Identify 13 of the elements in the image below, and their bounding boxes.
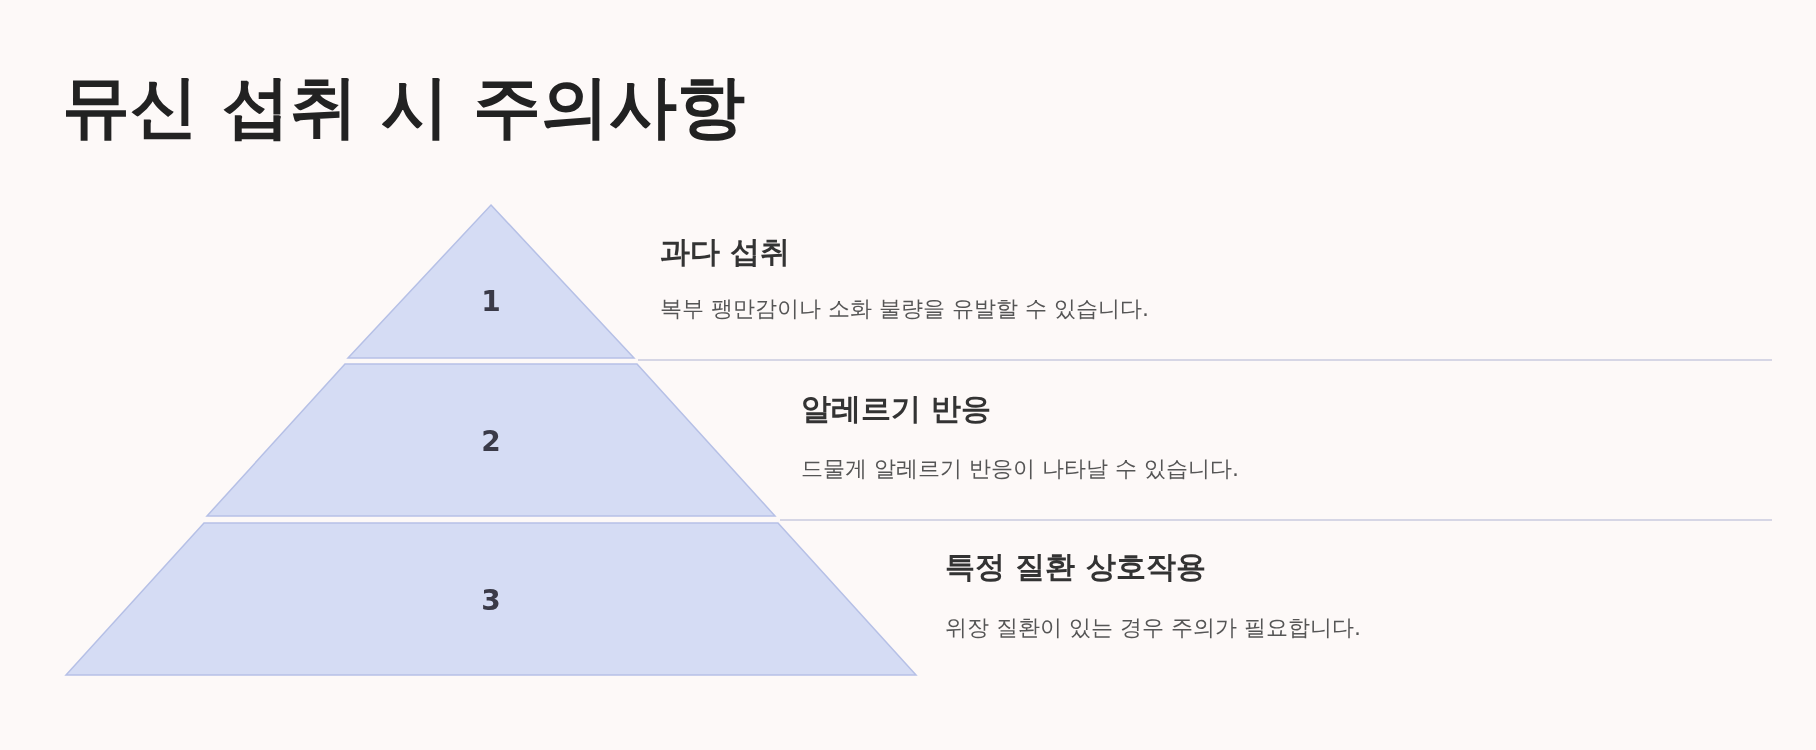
pyramid-tier: [207, 364, 775, 516]
tier-number: 1: [480, 284, 502, 318]
tier-description: 드물게 알레르기 반응이 나타날 수 있습니다.: [801, 455, 1239, 483]
tier-heading: 알레르기 반응: [801, 390, 992, 428]
pyramid-tier: [66, 523, 916, 675]
tier-heading: 과다 섭취: [660, 233, 791, 271]
pyramid-tier: [348, 205, 634, 358]
tier-description: 위장 질환이 있는 경우 주의가 필요합니다.: [945, 614, 1361, 642]
tier-number: 2: [480, 424, 502, 458]
title: 뮤신 섭취 시 주의사항: [62, 66, 746, 148]
tier-description: 복부 팽만감이나 소화 불량을 유발할 수 있습니다.: [660, 295, 1149, 323]
tier-number: 3: [480, 583, 502, 617]
tier-heading: 특정 질환 상호작용: [945, 548, 1206, 586]
